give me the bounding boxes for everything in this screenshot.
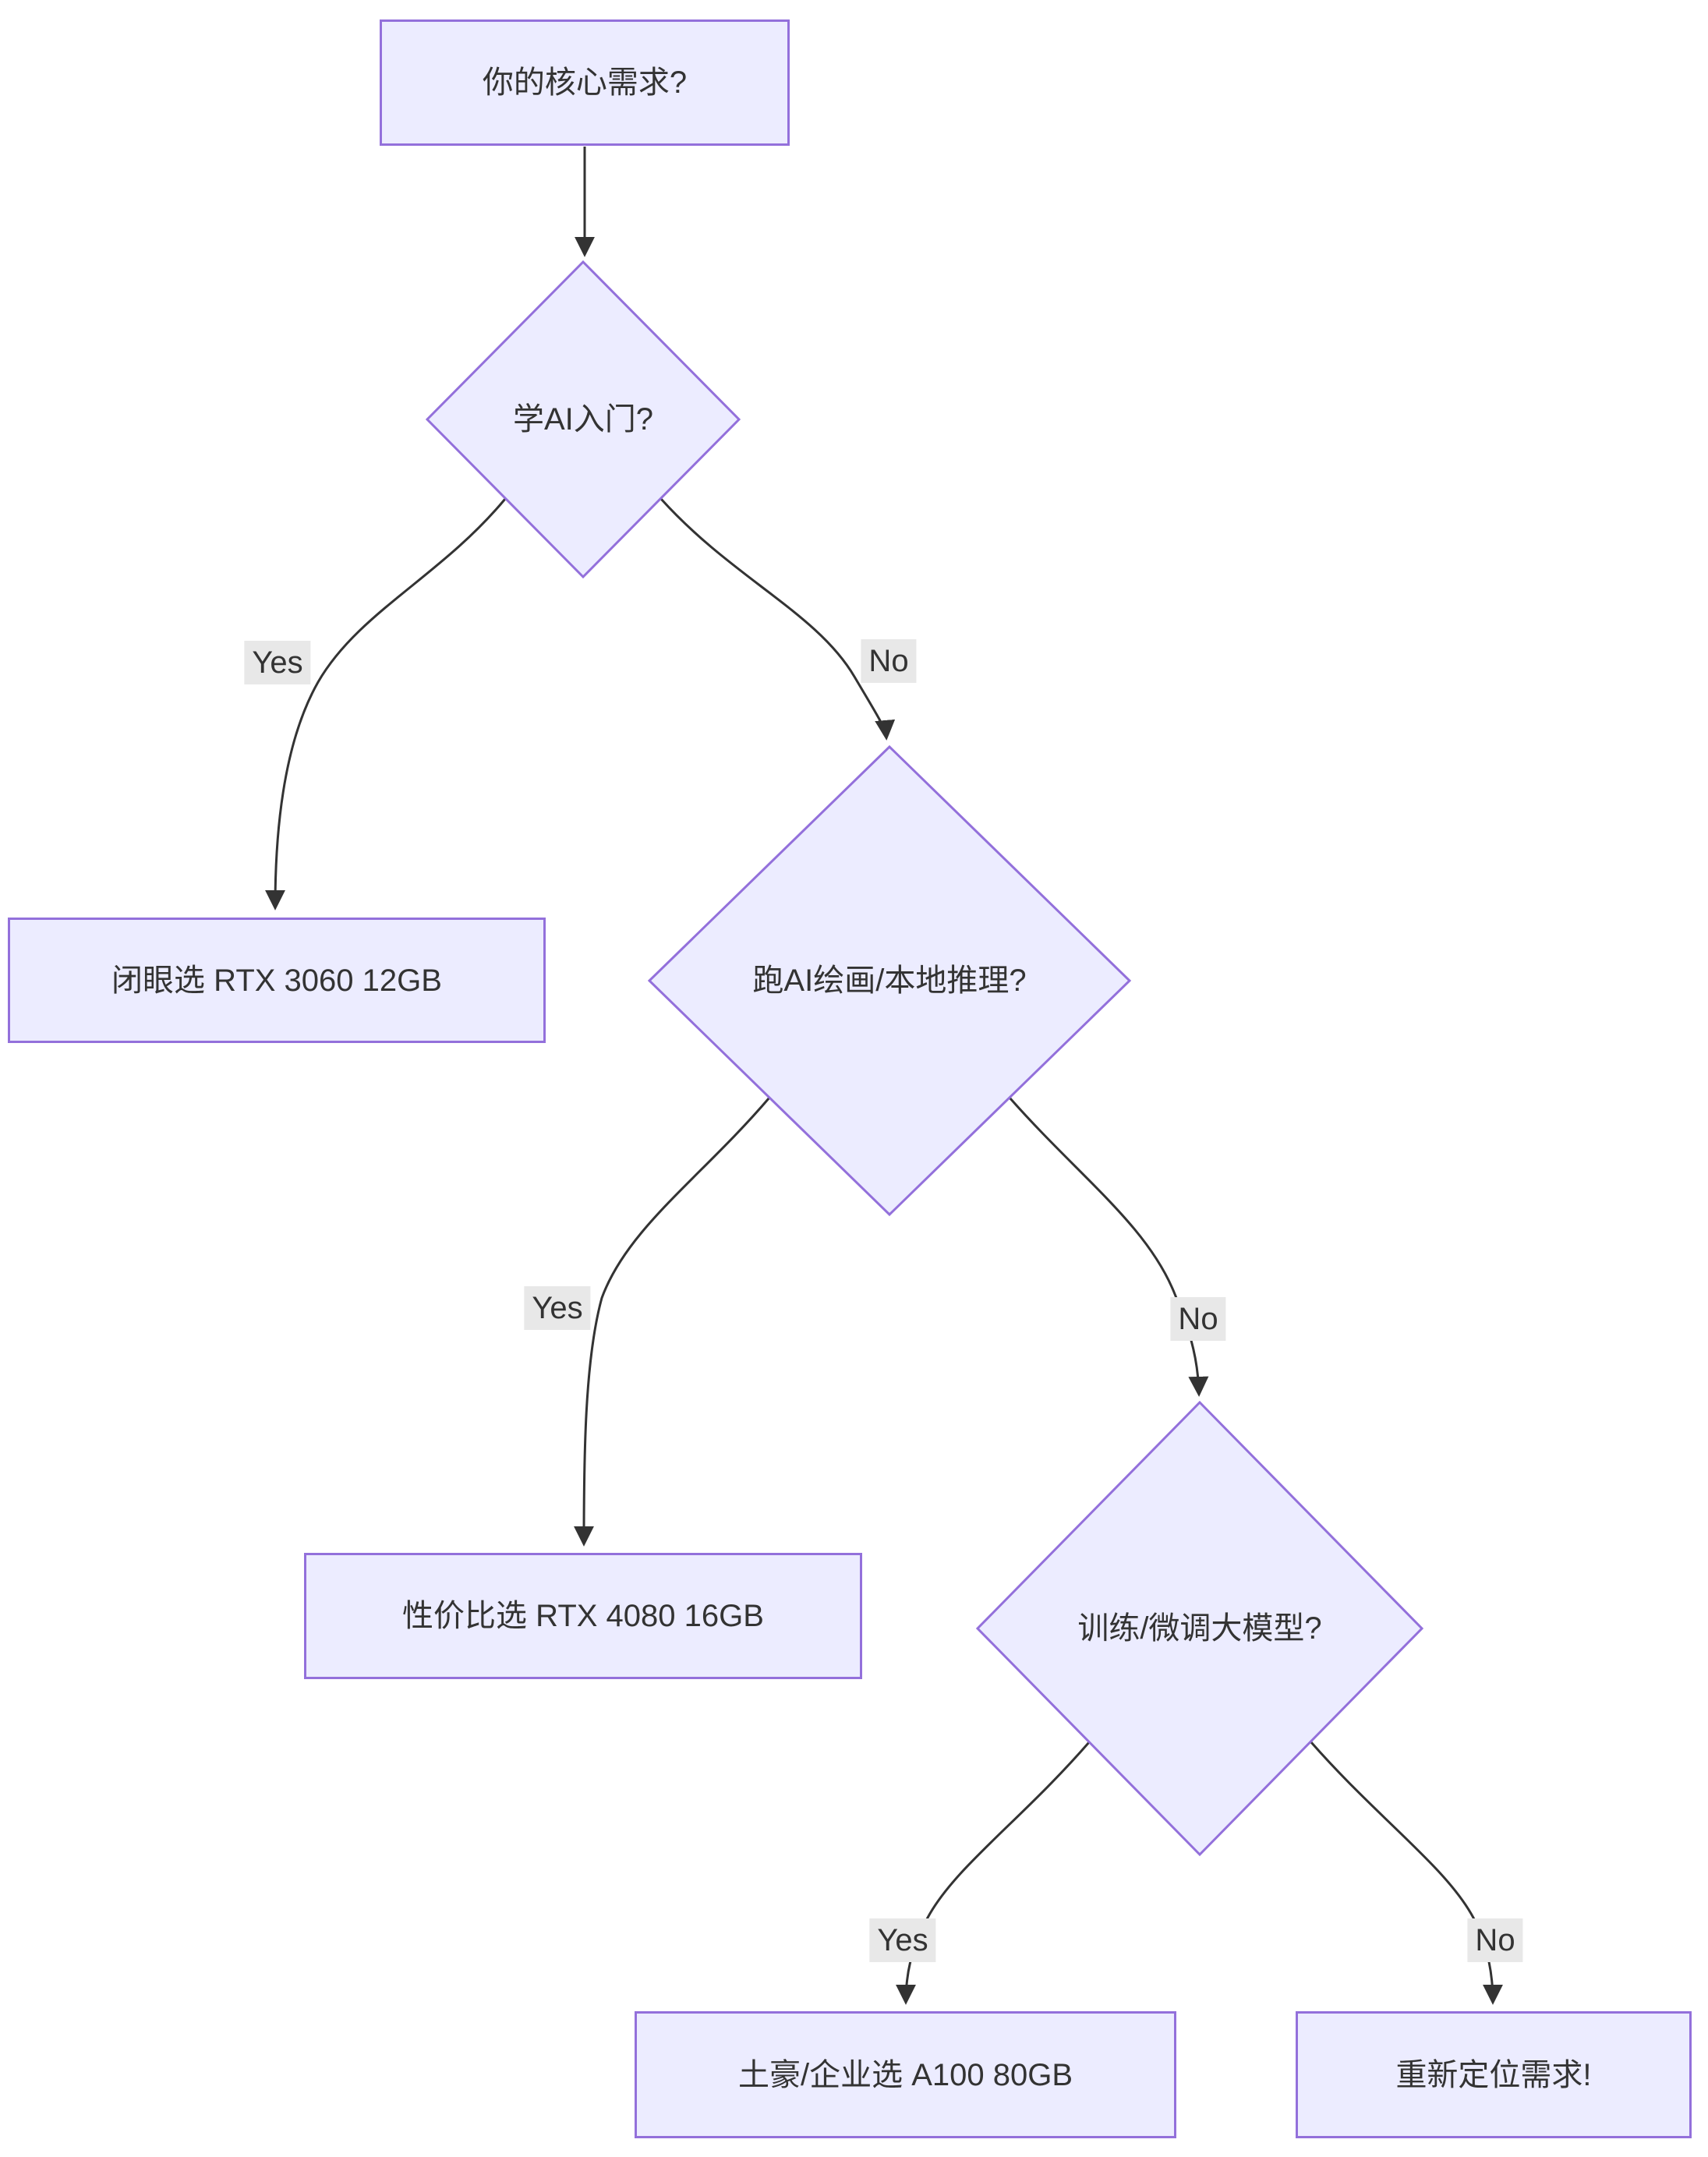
node-a100: 土豪/企业选 A100 80GB [635,2011,1176,2138]
diamond-train-llm-shape [975,1400,1424,1857]
node-train-llm-label: 训练/微调大模型? [1077,1611,1322,1646]
diamond-ai-art-shape [647,744,1132,1217]
edge-learn-ai-yes-to-rtx3060 [265,498,507,911]
diamond-learn-ai-shape [425,260,741,579]
edge-label-yes-train-llm: Yes [869,1918,936,1962]
node-a100-label: 土豪/企业选 A100 80GB [737,2057,1073,2092]
node-rtx3060: 闭眼选 RTX 3060 12GB [8,918,546,1043]
edge-label-no-learn-ai: No [861,639,917,683]
node-rtx4080: 性价比选 RTX 4080 16GB [304,1553,862,1679]
edge-label-no-train-llm: No [1467,1918,1523,1962]
edge-learn-ai-no-to-ai-art [660,497,896,741]
edge-ai-art-no-to-train-llm [1008,1097,1209,1397]
node-core-need-label: 你的核心需求? [482,65,688,100]
node-redefine: 重新定位需求! [1296,2011,1692,2138]
edge-train-llm-yes-to-a100 [896,1742,1091,2005]
edge-label-no-ai-art: No [1170,1297,1226,1341]
node-rtx3060-label: 闭眼选 RTX 3060 12GB [111,963,442,998]
edge-label-yes-learn-ai: Yes [244,641,311,684]
node-rtx4080-label: 性价比选 RTX 4080 16GB [402,1599,764,1633]
node-core-need: 你的核心需求? [380,19,790,146]
edge-ai-art-yes-to-rtx4080 [574,1097,771,1547]
edge-label-yes-ai-art: Yes [524,1286,591,1330]
node-learn-ai-label: 学AI入门? [512,402,654,437]
node-ai-art-label: 跑AI绘画/本地推理? [752,964,1027,998]
edge-train-llm-no-to-redefine [1310,1742,1503,2005]
node-redefine-label: 重新定位需求! [1395,2057,1592,2092]
